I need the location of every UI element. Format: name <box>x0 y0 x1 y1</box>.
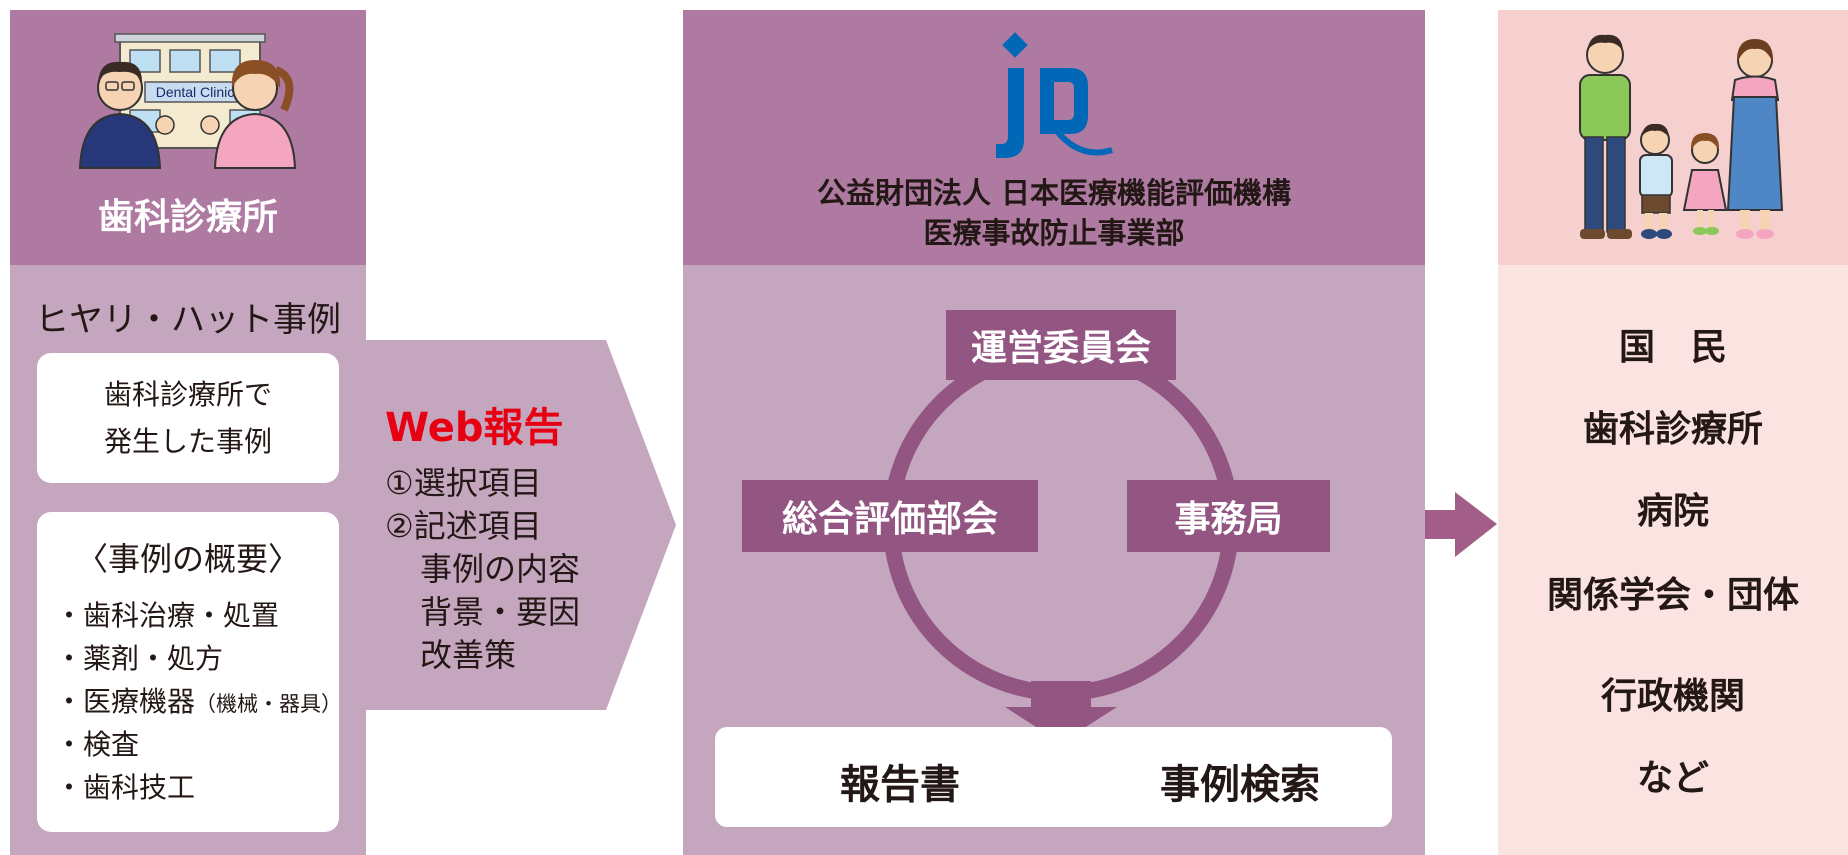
web-item: 改善策 <box>420 636 517 674</box>
web-report-title: Web報告 <box>385 405 564 451</box>
overview-item: ・歯科治療・処置 <box>55 599 280 632</box>
recipient-item: など <box>1636 758 1709 799</box>
report-label: 報告書 <box>840 762 960 808</box>
web-report-arrow <box>366 340 676 710</box>
recipient-item: 歯科診療所 <box>1582 409 1763 450</box>
organization-header-panel <box>683 10 1425 265</box>
organization-department: 医療事故防止事業部 <box>923 216 1185 250</box>
right-arrow-icon <box>1425 492 1497 557</box>
organization-name: 公益財団法人 日本医療機能評価機構 <box>816 176 1292 210</box>
overview-item-label: ・医療機器 <box>55 685 196 718</box>
recipient-item: 関係学会・団体 <box>1546 575 1799 616</box>
output-box <box>715 727 1392 827</box>
occurrence-box <box>37 353 339 483</box>
overview-item: ・薬剤・処方 <box>55 642 224 675</box>
steering-committee-node: 運営委員会 <box>946 310 1176 380</box>
recipient-item: 国 民 <box>1618 327 1727 368</box>
dentist-staff-illustration-icon: Dental Clinic <box>78 33 297 169</box>
web-item: 背景・要因 <box>420 593 581 631</box>
secretariat-node: 事務局 <box>1127 480 1330 552</box>
clinic-title: 歯科診療所 <box>97 197 278 238</box>
recipient-item: 病院 <box>1636 491 1709 532</box>
down-arrow-icon <box>1005 681 1117 743</box>
near-miss-title: ヒヤリ・ハット事例 <box>35 300 341 340</box>
jq-logo-icon <box>996 32 1113 158</box>
case-search-label: 事例検索 <box>1160 762 1320 808</box>
overview-item: ・歯科技工 <box>55 771 196 804</box>
overview-title: 〈事例の概要〉 <box>75 540 300 578</box>
occurrence-line-1: 歯科診療所で <box>103 378 272 411</box>
occurrence-line-2: 発生した事例 <box>103 425 272 458</box>
web-item: ②記述項目 <box>385 507 542 545</box>
overview-item: ・医療機器（機械・器具） <box>55 680 342 720</box>
overview-box <box>37 512 339 832</box>
recipients-body-panel <box>1498 265 1848 855</box>
web-item: ①選択項目 <box>385 464 542 502</box>
family-illustration-icon <box>1579 34 1784 239</box>
dental-clinic-sign: Dental Clinic <box>156 84 235 100</box>
recipients-header-panel <box>1498 10 1848 265</box>
recipient-item: 行政機関 <box>1600 676 1745 717</box>
evaluation-board-node: 総合評価部会 <box>742 480 1038 552</box>
web-item: 事例の内容 <box>420 550 581 588</box>
overview-item-note: （機械・器具） <box>195 692 343 716</box>
overview-item: ・検査 <box>55 728 140 761</box>
